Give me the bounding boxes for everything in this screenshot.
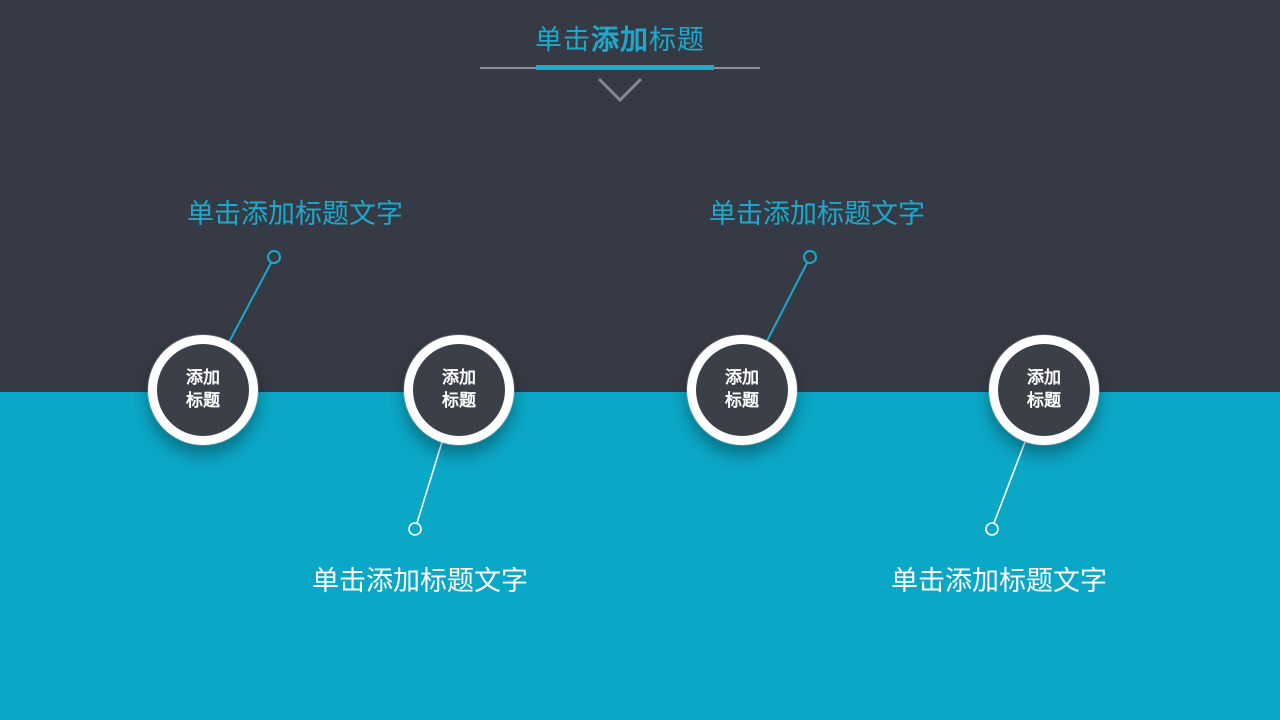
circle-text-line: 添加	[1027, 368, 1061, 388]
title-part-1: 单击	[534, 25, 591, 55]
title-part-2: 添加	[590, 24, 649, 55]
step-circle-4-text: 添加 标题	[998, 344, 1090, 436]
connector-line-3	[766, 262, 808, 342]
step-circle-3[interactable]: 添加 标题	[687, 335, 797, 445]
callout-top-left[interactable]: 单击添加标题文字	[187, 199, 403, 229]
circle-text-line: 标题	[725, 391, 759, 410]
title-part-3: 标题	[649, 25, 705, 55]
step-circle-1-text: 添加 标题	[157, 344, 249, 436]
callout-bottom-right[interactable]: 单击添加标题文字	[891, 566, 1107, 596]
slide-title: 单击添加标题	[480, 18, 760, 58]
step-circle-2[interactable]: 添加 标题	[404, 335, 514, 445]
step-circle-4[interactable]: 添加 标题	[989, 335, 1099, 445]
circle-text-line: 标题	[1027, 391, 1061, 410]
title-underline	[480, 65, 760, 71]
callout-bottom-left[interactable]: 单击添加标题文字	[312, 566, 528, 596]
step-circle-3-text: 添加 标题	[696, 344, 788, 436]
connector-dot-3	[803, 250, 817, 264]
title-placeholder[interactable]: 单击添加标题	[480, 18, 760, 71]
circle-text-line: 标题	[442, 391, 476, 410]
teal-band	[0, 392, 1280, 720]
callout-top-right[interactable]: 单击添加标题文字	[709, 199, 925, 229]
circle-text-line: 添加	[725, 368, 759, 388]
circle-text-line: 标题	[186, 391, 220, 410]
chevron-down-icon	[597, 77, 643, 103]
circle-text-line: 添加	[186, 368, 220, 388]
connector-dot-1	[267, 250, 281, 264]
step-circle-1[interactable]: 添加 标题	[148, 335, 258, 445]
step-circle-2-text: 添加 标题	[413, 344, 505, 436]
underline-accent	[536, 65, 714, 70]
circle-text-line: 添加	[442, 368, 476, 388]
connector-line-1	[228, 262, 272, 343]
